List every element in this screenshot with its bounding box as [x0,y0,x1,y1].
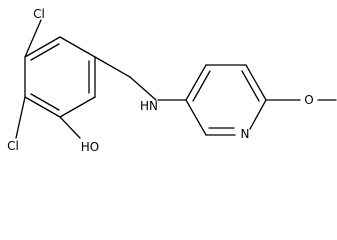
bond-ring-a-4-double [30,93,60,111]
amine-label: HN [140,99,158,113]
chlorine-top-label: Cl [33,7,45,21]
bond-ring-b-6 [185,99,207,136]
bond-ring-ch2 [94,56,131,78]
bond-c-cl-top [24,19,42,58]
methoxy-oxygen-label: O [304,93,313,107]
bond-ch2-nh [129,76,157,101]
bond-ring-b-4 [249,99,267,130]
bond-ring-b-1 [185,64,207,101]
chemical-structure: Cl Cl HO HN N O [7,7,337,154]
chlorine-bottom-label: Cl [7,139,19,153]
bond-ring-b-3-double [241,70,260,102]
atom-labels: Cl Cl HO HN N O [7,7,314,154]
bond-ring-a-3 [59,96,96,118]
pyridine-nitrogen-label: N [241,127,250,141]
bond-ring-b-3 [245,64,267,101]
bond-c-oh [59,116,81,139]
bond-lines [15,19,337,139]
bond-c-cl-bottom [15,96,26,139]
bond-ring-b-1-double [192,70,211,102]
bond-ring-a-1 [59,36,96,58]
bond-ring-a-6-double [30,43,60,61]
bond-ring-a-4 [24,96,61,118]
hydroxyl-label: HO [81,140,99,154]
bond-ring-a-6 [24,36,61,58]
